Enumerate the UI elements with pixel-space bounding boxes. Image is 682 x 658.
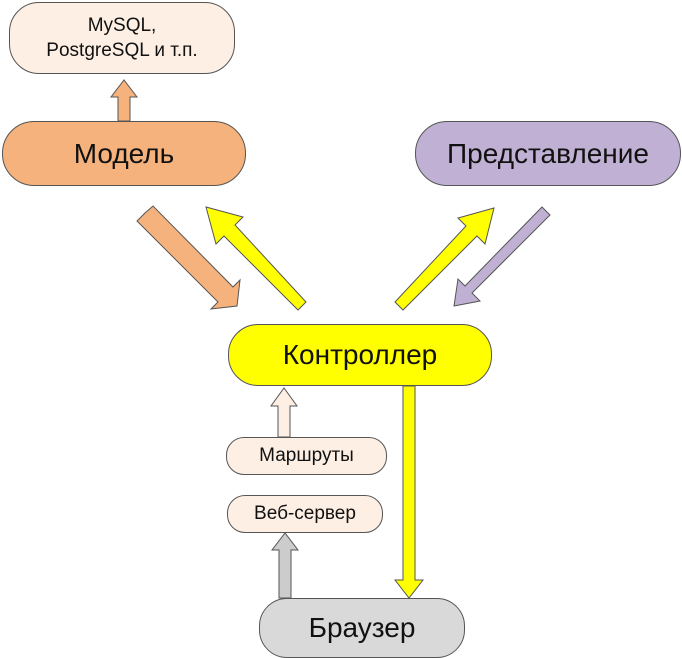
arrow-view-to-controller (453, 206, 551, 307)
database-label-line2: PostgreSQL и т.п. (46, 40, 198, 61)
arrow-controller-to-view (394, 207, 495, 311)
arrow-routes-to-controller (270, 387, 298, 438)
webserver-node: Веб-сервер (227, 495, 383, 533)
arrow-controller-to-model (205, 206, 307, 311)
view-label: Представление (447, 137, 649, 169)
database-node: MySQL, PostgreSQL и т.п. (9, 2, 235, 74)
controller-node: Контроллер (228, 324, 492, 386)
database-label-line1: MySQL, (87, 15, 157, 36)
browser-label: Браузер (308, 612, 416, 643)
arrow-controller-to-browser (393, 385, 425, 599)
arrow-model-to-controller (136, 205, 241, 310)
model-node: Модель (2, 121, 246, 186)
arrow-model-to-db (109, 79, 139, 122)
controller-label: Контроллер (282, 339, 438, 370)
routes-label: Маршруты (259, 445, 354, 466)
view-node: Представление (415, 121, 681, 186)
arrow-browser-to-webserver (270, 532, 300, 599)
webserver-label: Веб-сервер (254, 503, 356, 524)
model-label: Модель (73, 137, 175, 169)
routes-node: Маршруты (226, 437, 387, 475)
browser-node: Браузер (259, 598, 465, 658)
